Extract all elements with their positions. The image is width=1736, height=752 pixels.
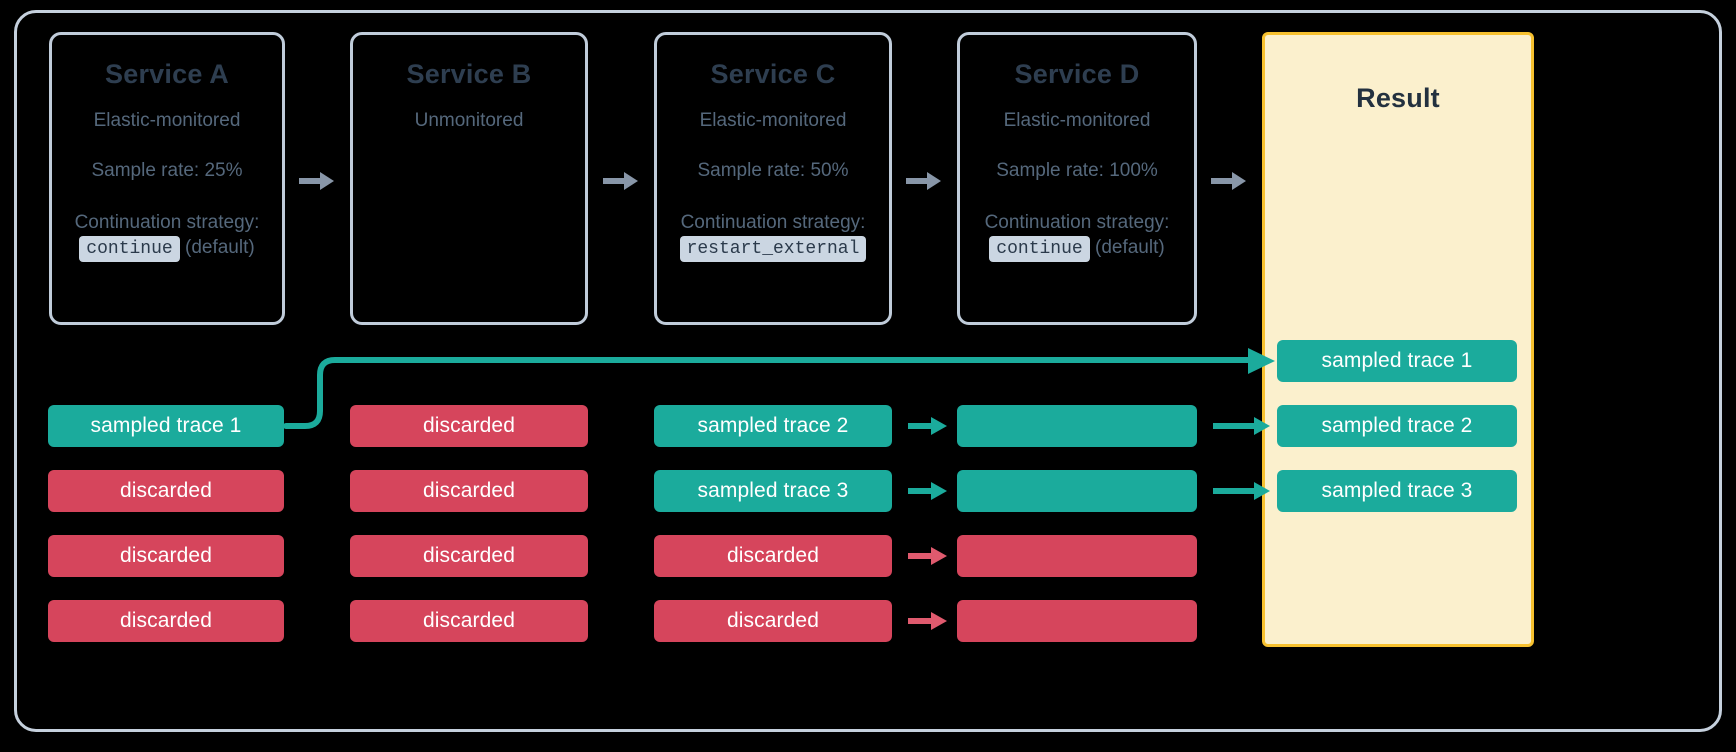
result-trace-pill: sampled trace 1 xyxy=(1277,340,1517,382)
service-sample-rate: Sample rate: 25% xyxy=(91,160,243,181)
trace-pill: discarded xyxy=(654,600,892,642)
service-sample-rate: Sample rate: 50% xyxy=(697,160,849,181)
arrow-d-row1-to-result-icon xyxy=(1213,417,1270,435)
trace-pill-label: discarded xyxy=(727,609,819,632)
trace-pill: discarded xyxy=(48,600,284,642)
service-monitoring: Elastic-monitored xyxy=(1003,110,1151,131)
trace-pill: discarded xyxy=(350,405,588,447)
trace-pill xyxy=(957,600,1197,642)
result-trace-label: sampled trace 3 xyxy=(1321,479,1473,502)
arrow-c-row4-icon xyxy=(908,612,947,630)
service-strategy-label: Continuation strategy: xyxy=(680,212,866,233)
service-monitoring: Elastic-monitored xyxy=(93,110,241,131)
trace-pill-label: sampled trace 3 xyxy=(697,479,849,502)
trace-pill: sampled trace 1 xyxy=(48,405,284,447)
strategy-code-chip: continue xyxy=(79,236,180,263)
trace-pill-label: sampled trace 2 xyxy=(697,414,849,437)
service-sample-rate: Sample rate: 100% xyxy=(996,160,1158,181)
service-strategy-line: continue (default) xyxy=(960,236,1194,263)
trace-pill: discarded xyxy=(350,600,588,642)
result-panel: Result xyxy=(1262,32,1534,647)
trace-pill: discarded xyxy=(48,535,284,577)
trace-pill-label: discarded xyxy=(423,414,515,437)
service-title: Service A xyxy=(105,59,229,89)
trace-pill-label: discarded xyxy=(423,609,515,632)
trace-pill xyxy=(957,405,1197,447)
result-title: Result xyxy=(1356,83,1440,113)
service-card-b: Service B Unmonitored xyxy=(350,32,588,325)
arrow-c-row2-icon xyxy=(908,482,947,500)
trace-pill: discarded xyxy=(48,470,284,512)
trace-pill-label: discarded xyxy=(120,479,212,502)
service-card-c: Service C Elastic-monitored Sample rate:… xyxy=(654,32,892,325)
service-card-a: Service A Elastic-monitored Sample rate:… xyxy=(49,32,285,325)
strategy-default-note: (default) xyxy=(185,237,255,259)
service-strategy-line: continue (default) xyxy=(52,236,282,263)
trace-pill-label: discarded xyxy=(120,609,212,632)
service-strategy-label: Continuation strategy: xyxy=(74,212,260,233)
trace-pill-label: discarded xyxy=(423,544,515,567)
trace-pill xyxy=(957,535,1197,577)
trace-pill: discarded xyxy=(654,535,892,577)
service-strategy-line: restart_external xyxy=(657,236,889,263)
service-title: Service B xyxy=(406,59,532,89)
service-monitoring: Unmonitored xyxy=(414,110,524,131)
service-strategy-label: Continuation strategy: xyxy=(984,212,1170,233)
arrow-c-to-d-icon xyxy=(906,172,941,190)
trace-pill: sampled trace 2 xyxy=(654,405,892,447)
result-trace-label: sampled trace 2 xyxy=(1321,414,1473,437)
trace-pill-label: discarded xyxy=(120,544,212,567)
service-title: Service D xyxy=(1014,59,1140,89)
trace-pill-label: discarded xyxy=(423,479,515,502)
result-trace-pill: sampled trace 2 xyxy=(1277,405,1517,447)
trace-pill: sampled trace 3 xyxy=(654,470,892,512)
arrow-d-row2-to-result-icon xyxy=(1213,482,1270,500)
service-monitoring: Elastic-monitored xyxy=(699,110,847,131)
result-trace-label: sampled trace 1 xyxy=(1321,349,1473,372)
arrow-a-to-b-icon xyxy=(299,172,334,190)
strategy-default-note: (default) xyxy=(1095,237,1165,259)
arrow-c-row3-icon xyxy=(908,547,947,565)
trace-pill: discarded xyxy=(350,470,588,512)
strategy-code-chip: continue xyxy=(989,236,1090,263)
trace-pill xyxy=(957,470,1197,512)
trace-pill-label: sampled trace 1 xyxy=(90,414,242,437)
result-trace-pill: sampled trace 3 xyxy=(1277,470,1517,512)
arrow-c-row1-icon xyxy=(908,417,947,435)
arrow-b-to-c-icon xyxy=(603,172,638,190)
trace-pill-label: discarded xyxy=(727,544,819,567)
trace-pill: discarded xyxy=(350,535,588,577)
service-card-d: Service D Elastic-monitored Sample rate:… xyxy=(957,32,1197,325)
service-title: Service C xyxy=(710,59,836,89)
strategy-code-chip: restart_external xyxy=(679,236,867,263)
arrow-d-to-result-icon xyxy=(1211,172,1246,190)
